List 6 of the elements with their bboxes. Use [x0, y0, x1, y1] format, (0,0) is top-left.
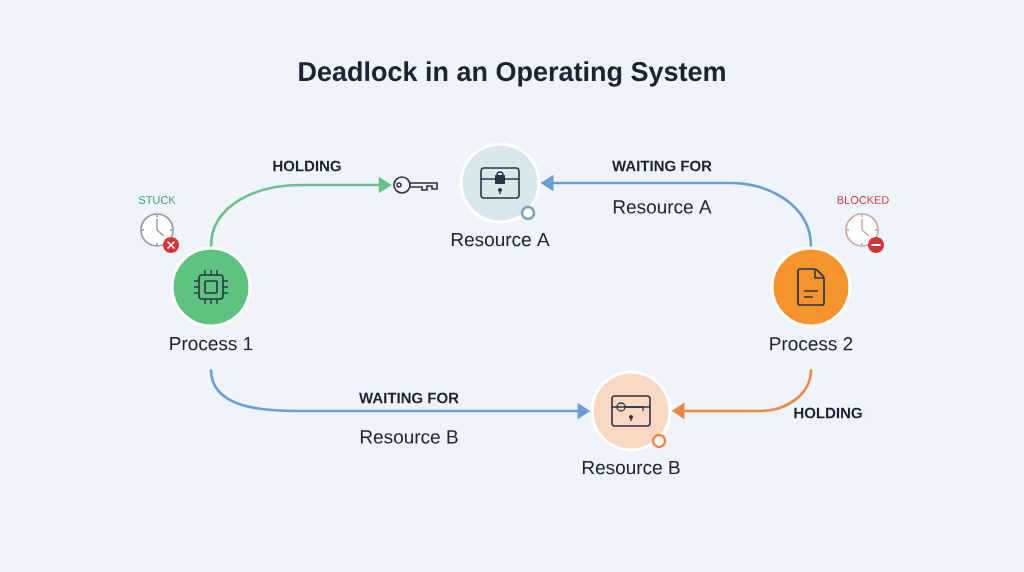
key-icon: [393, 176, 438, 194]
resource-label: Resource A: [613, 200, 712, 214]
status-label: BLOCKED: [837, 196, 889, 204]
status-label: STUCK: [138, 196, 176, 204]
resource-label: Resource B: [360, 430, 458, 444]
title: Deadlock in an Operating System: [299, 61, 725, 87]
